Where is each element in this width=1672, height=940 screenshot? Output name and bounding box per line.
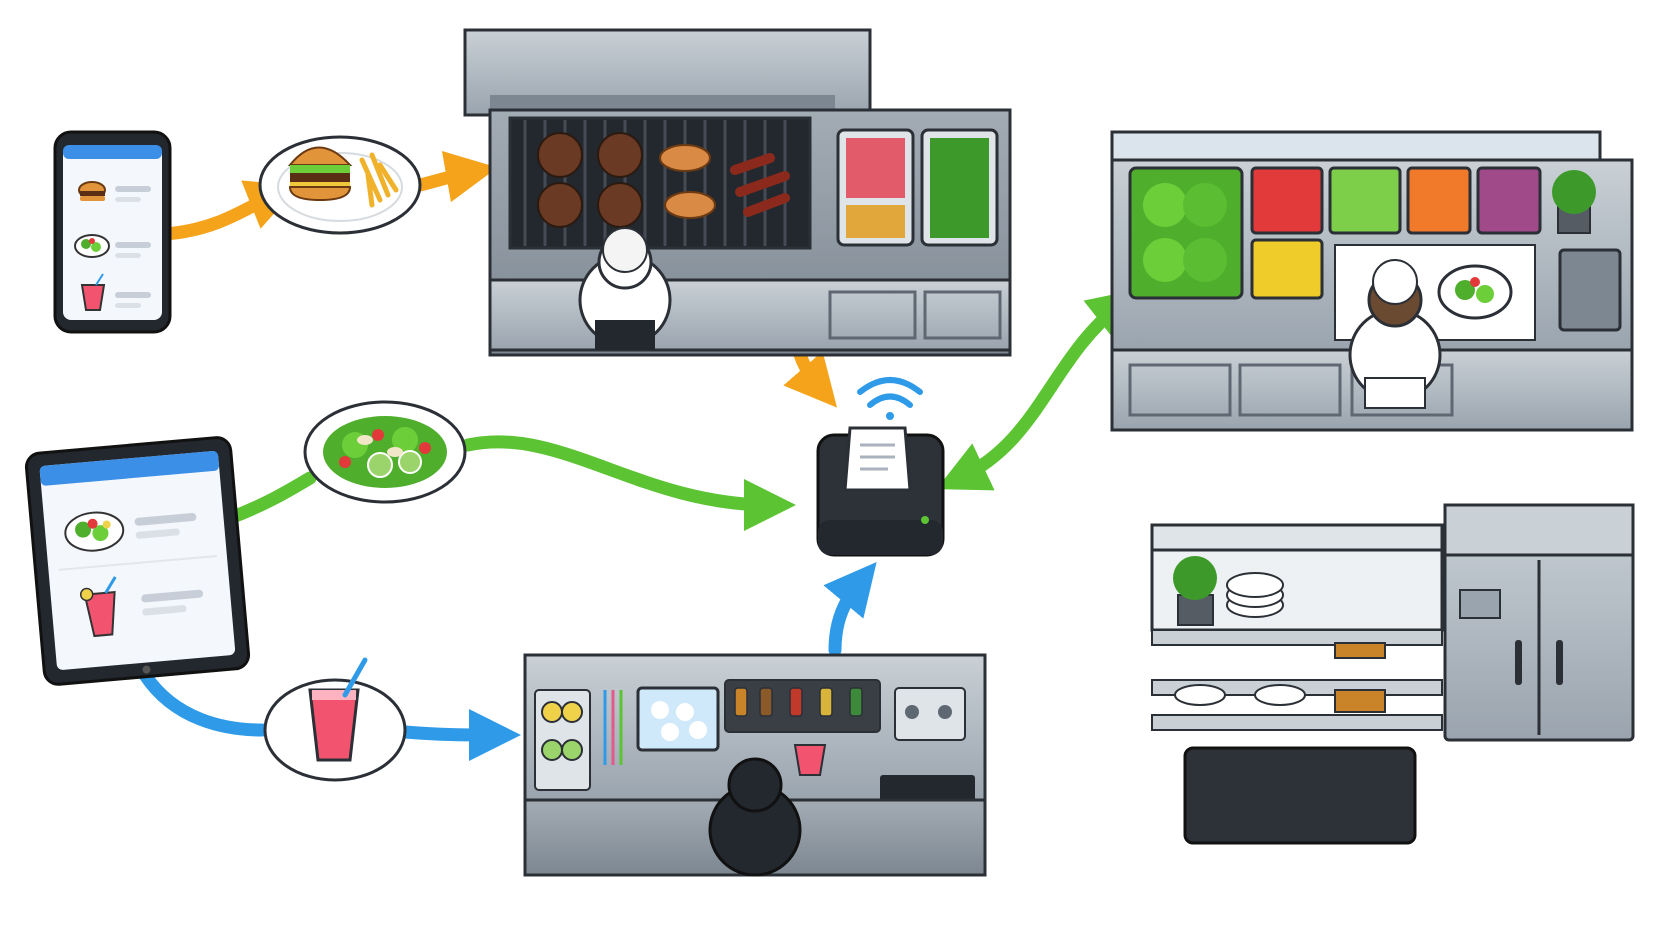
receipt-printer-icon <box>816 377 945 557</box>
chicken-breast-icon <box>659 144 716 219</box>
burger-patty-icon <box>537 132 643 228</box>
phone-item-salad-icon <box>74 234 151 258</box>
raw-meat-tray <box>846 138 905 198</box>
salad-cook <box>1348 259 1513 409</box>
red-onion-tray <box>1476 166 1542 235</box>
flow-salad-to-printer <box>461 435 796 531</box>
faucet <box>894 687 966 741</box>
shelving-icon <box>1150 523 1444 845</box>
drink-plate-icon <box>263 657 407 782</box>
asparagus-tray <box>930 138 989 238</box>
tablet-item-salad-icon <box>64 511 197 552</box>
corn-tray <box>1250 238 1324 300</box>
straws-icon <box>603 690 623 765</box>
potted-plant-icon <box>1552 170 1596 234</box>
flow-burger-to-grill <box>413 150 498 203</box>
potato-tray <box>846 205 905 238</box>
grill-station <box>463 28 1012 357</box>
refrigerator-icon <box>1443 503 1635 742</box>
salad-plate-icon <box>303 400 467 504</box>
plate-stack-icon <box>1226 572 1284 618</box>
phone-item-burger-icon <box>78 181 151 202</box>
cucumber-tray <box>1328 166 1402 235</box>
sausage-icon <box>730 153 790 217</box>
drink-cook <box>708 744 827 877</box>
flow-bar-to-printer <box>823 562 877 657</box>
tablet-item-drink-icon <box>79 576 204 638</box>
flow-printer-salad-bar <box>936 288 1141 491</box>
shelf-plant-icon <box>1173 556 1217 626</box>
floor-mat <box>1183 746 1417 845</box>
tablet-icon <box>24 436 251 686</box>
flow-drink-to-bar <box>398 708 521 761</box>
smartphone-icon <box>53 130 172 334</box>
wifi-icon <box>857 377 923 420</box>
ice-bin <box>636 686 720 752</box>
flow-phone-to-grill <box>158 180 300 241</box>
phone-item-drink-icon <box>80 273 151 311</box>
flow-tablet-to-salad <box>223 471 317 525</box>
carrot-tray <box>1406 166 1472 235</box>
tomato-tray <box>1250 166 1324 235</box>
grill-cook <box>578 227 672 350</box>
flow-tablet-to-drink <box>138 668 269 737</box>
burger-plate-icon <box>258 135 422 235</box>
drink-station <box>523 653 987 877</box>
salad-station <box>1110 130 1634 432</box>
